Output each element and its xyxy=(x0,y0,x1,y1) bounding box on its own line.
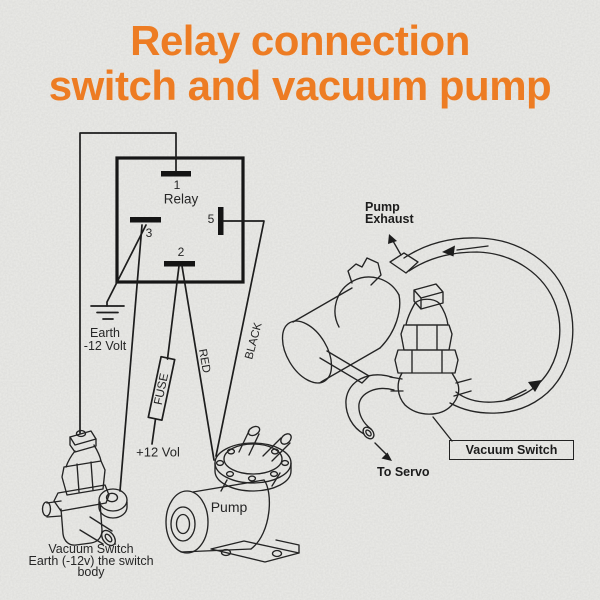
servo-hose-end xyxy=(362,426,375,440)
terminal-2-bar xyxy=(164,261,195,267)
supply-label: +12 Vol xyxy=(136,444,180,460)
fuse-body xyxy=(147,355,176,422)
assembly-pump-endcap xyxy=(281,320,333,384)
black-wire xyxy=(215,220,265,457)
assembly-mount-plate xyxy=(319,350,370,384)
switch-cap-top xyxy=(69,430,97,446)
vacuum-switch-caption-line1: Vacuum Switch xyxy=(48,542,134,556)
pump-bracket xyxy=(210,540,300,563)
switch-top-nub xyxy=(75,429,87,438)
terminal-2-label: 2 xyxy=(177,245,185,259)
terminal-5-bar xyxy=(218,207,224,235)
wire-terminal3-to-ring-terminal xyxy=(119,224,143,492)
switch-neck xyxy=(405,298,449,326)
earth-label-line2: -12 Volt xyxy=(83,339,127,353)
vacuum-switch-leader-line xyxy=(432,416,453,442)
wire-terminal1-to-vacuum-switch xyxy=(79,132,177,434)
switch-hex-lower xyxy=(53,484,110,512)
pump-illustration xyxy=(165,425,300,563)
loop-hose-inner xyxy=(408,251,561,403)
relay-schematic xyxy=(79,132,265,492)
flow-arrow-top-head xyxy=(442,245,455,257)
switch-left-port xyxy=(41,501,52,517)
exhaust-stub xyxy=(347,257,382,286)
vacuum-switch-callout-label: Vacuum Switch xyxy=(465,443,558,457)
assembly-pump-dome xyxy=(334,276,400,328)
switch-fitting xyxy=(397,372,460,415)
switch-cube-top xyxy=(413,283,444,310)
flow-arrow-top-shaft xyxy=(456,245,489,251)
ring-terminal xyxy=(98,488,128,519)
pump-exhaust-label-line2: Exhaust xyxy=(365,211,414,226)
vacuum-switch-illustration xyxy=(41,429,116,547)
page-title-line1: Relay connection xyxy=(130,17,470,64)
terminal-3-label: 3 xyxy=(145,226,153,240)
pump-label: Pump xyxy=(210,499,248,515)
to-servo-label: To Servo xyxy=(377,465,430,479)
pump-motor-cap xyxy=(165,490,209,554)
wire-fuse-to-supply xyxy=(151,418,157,445)
terminal-1-label: 1 xyxy=(173,178,181,192)
relay-label: Relay xyxy=(163,191,199,207)
exhaust-arrow-shaft xyxy=(392,240,402,256)
wire-terminal3-to-earth xyxy=(106,224,147,307)
flow-arrow-right-shaft xyxy=(505,389,527,401)
red-wire xyxy=(181,265,215,461)
earth-ground-symbol xyxy=(90,305,125,320)
flow-arrow-right-head xyxy=(528,380,542,392)
vacuum-pump-assembly xyxy=(281,234,574,461)
loop-hose-outer xyxy=(403,237,574,414)
terminal-5-label: 5 xyxy=(207,212,215,226)
switch-right-port xyxy=(101,529,116,547)
servo-arrow-shaft xyxy=(374,442,389,457)
switch-hex-lower-right xyxy=(394,349,459,374)
relay-box xyxy=(115,156,245,284)
switch-hex-upper xyxy=(61,460,106,496)
terminal-1-bar xyxy=(161,171,191,177)
page-title: Relay connection switch and vacuum pump xyxy=(0,18,600,108)
vacuum-switch-caption-line3: body xyxy=(77,565,105,579)
servo-hose-inner xyxy=(358,387,395,430)
hose-nipple xyxy=(389,252,419,274)
pump-exhaust-label-line1: Pump xyxy=(365,200,400,214)
vacuum-switch-callout-box: Vacuum Switch xyxy=(449,440,574,460)
servo-arrow-head xyxy=(381,452,392,461)
page-title-line2: switch and vacuum pump xyxy=(48,62,552,109)
wire-terminal2-to-fuse xyxy=(166,265,180,360)
switch-hex-upper-right xyxy=(400,324,453,351)
servo-hose-outer xyxy=(345,374,393,435)
pump-exhaust-label: Pump Exhaust xyxy=(365,200,414,226)
terminal-3-bar xyxy=(130,217,161,223)
exhaust-arrow-head xyxy=(388,234,397,244)
earth-label-line1: Earth xyxy=(90,326,120,340)
vacuum-switch-caption-line2: Earth (-12v) the switch xyxy=(28,554,154,568)
switch-body xyxy=(60,501,103,546)
pump-flange xyxy=(214,442,292,484)
